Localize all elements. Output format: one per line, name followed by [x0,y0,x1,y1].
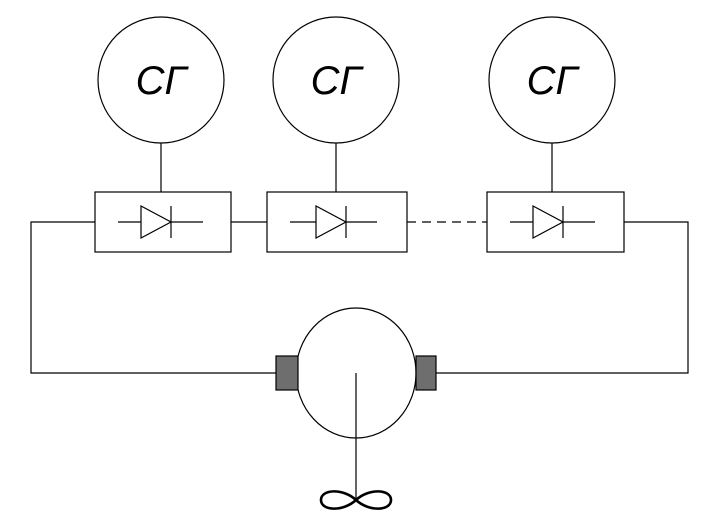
propeller-icon [319,490,393,510]
generator-3: СГ [488,16,616,192]
brush-right [415,355,437,391]
generator-1-label: СГ [136,59,190,103]
generator-2-label: СГ [311,59,365,103]
rectifier-1 [94,191,232,253]
dc-motor [275,307,437,500]
left-bus-wire [30,221,276,374]
generator-3-label: СГ [527,59,581,103]
brush-left [275,355,299,391]
right-bus-wire [435,221,689,374]
generator-2: СГ [272,16,400,192]
diode-3-icon [532,205,565,239]
rectifier-3 [486,191,625,253]
diode-2-icon [315,205,348,239]
diode-1-icon [140,205,173,239]
generator-1: СГ [97,16,225,192]
rectifier-2 [266,191,408,253]
